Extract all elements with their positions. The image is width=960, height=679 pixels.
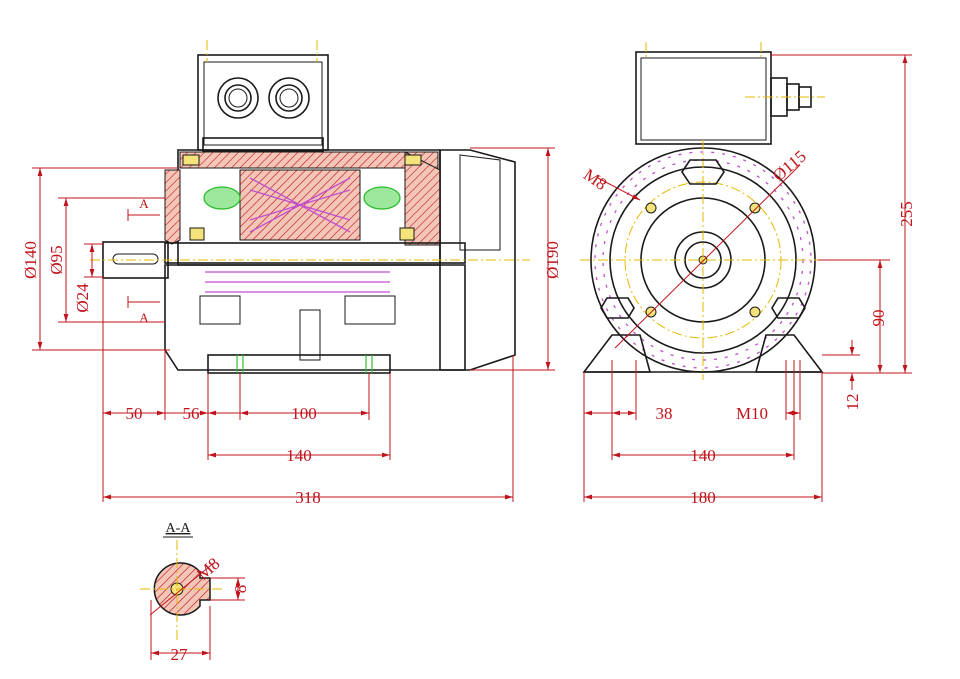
end-view: M8 Ø115 255 90 12 [580, 42, 916, 507]
section-mark-a-bottom: A [127, 296, 160, 325]
dim-horizontal-end [583, 360, 823, 502]
section-a-a: A-A M8 8 27 [140, 521, 250, 664]
svg-text:Ø190: Ø190 [543, 241, 562, 279]
cable-gland-2 [268, 77, 310, 119]
bolt-holes [645, 202, 761, 318]
svg-text:A: A [139, 196, 149, 211]
svg-text:Ø140: Ø140 [21, 241, 40, 279]
dim-d95: Ø95 [47, 197, 165, 323]
cable-gland-1 [217, 77, 259, 119]
dim-label-180: 180 [690, 488, 716, 507]
section-mark-a-top: A [127, 196, 160, 221]
dim-horizontal-side [102, 278, 514, 502]
dim-label-56: 56 [183, 404, 200, 423]
dim-label-8: 8 [231, 585, 250, 594]
dim-d140: Ø140 [21, 167, 178, 351]
dim-label-m8-end: M8 [580, 165, 610, 194]
dim-d24: Ø24 [73, 243, 104, 313]
motor-body-side [90, 149, 530, 374]
dim-label-90: 90 [869, 310, 888, 327]
svg-text:A: A [139, 310, 149, 325]
dim-label-38: 38 [656, 404, 673, 423]
terminal-box-side [197, 40, 329, 152]
cable-gland-side [745, 77, 825, 117]
dim-vertical-end [770, 54, 912, 390]
dim-label-140: 140 [286, 446, 312, 465]
stator-winding [249, 177, 351, 233]
dim-label-318: 318 [295, 488, 321, 507]
dim-d190: Ø190 [470, 147, 562, 371]
dim-label-m10: M10 [736, 404, 768, 423]
dim-label-255: 255 [897, 201, 916, 227]
dim-label-100: 100 [291, 404, 317, 423]
dim-label-27: 27 [171, 645, 189, 664]
section-title: A-A [166, 521, 192, 536]
dim-label-d115: Ø115 [769, 147, 810, 185]
svg-text:Ø95: Ø95 [47, 245, 66, 274]
terminal-box-end [635, 42, 825, 145]
side-view: A A Ø140 Ø95 Ø24 [21, 40, 562, 507]
dim-label-12: 12 [843, 394, 862, 411]
dim-label-140-end: 140 [690, 446, 716, 465]
svg-text:Ø24: Ø24 [73, 283, 92, 313]
dim-label-50: 50 [126, 404, 143, 423]
